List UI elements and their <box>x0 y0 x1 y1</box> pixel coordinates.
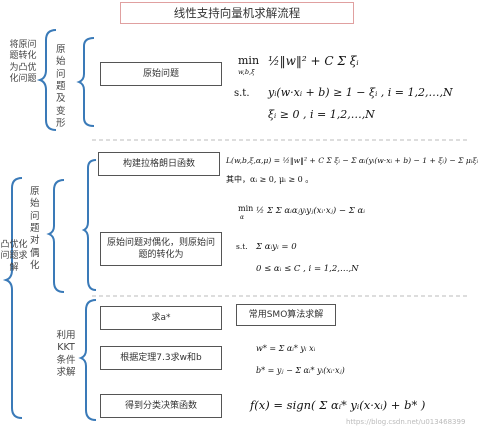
brace-inner-dual <box>81 159 97 291</box>
w-star-formula: w* = Σ αᵢ* yᵢ xᵢ <box>256 344 316 353</box>
box-solve-alpha: 求a* <box>100 306 222 330</box>
dual-constraint-1: Σ αᵢyᵢ = 0 <box>256 242 297 252</box>
box-smo: 常用SMO算法求解 <box>236 304 336 326</box>
b-star-formula: b* = yⱼ − Σ αᵢ* yᵢ(xᵢ·xⱼ) <box>256 366 345 375</box>
primal-vars: w,b,ξ <box>238 68 255 76</box>
box-original-problem: 原始问题 <box>100 62 222 86</box>
primal-constraint-2: ξᵢ ≥ 0 , i = 1,2,…,N <box>268 108 375 121</box>
decision-function: f(x) = sign( Σ αᵢ* yᵢ(x·xᵢ) + b* ) <box>250 398 426 412</box>
chart-title: 线性支持向量机求解流程 <box>120 2 354 24</box>
lagrangian-condition: 其中，αᵢ ≥ 0, μᵢ ≥ 0 。 <box>226 175 314 184</box>
dual-constraint-2: 0 ≤ αᵢ ≤ C , i = 1,2,…,N <box>256 264 359 274</box>
mid-label-dual: 原始问题对偶化 <box>30 186 40 272</box>
lagrangian-formula: L(w,b,ξ,α,μ) = ½‖w‖² + C Σ ξᵢ − Σ αᵢ(yᵢ(… <box>226 156 478 165</box>
mid-label-kkt: 利用KKT条件求解 <box>56 330 76 379</box>
primal-min: min <box>238 54 260 67</box>
left-label-bottom: 凸优化问题求解 <box>0 240 28 273</box>
dual-st: s.t. <box>236 242 248 251</box>
left-label-top: 将原问题转化为凸优化问题 <box>9 40 37 84</box>
brace-left-top <box>36 29 57 131</box>
mid-label-original: 原始问题及变形 <box>56 44 66 130</box>
box-decision: 得到分类决策函数 <box>100 394 222 418</box>
dual-var: α <box>240 214 245 221</box>
watermark: https://blog.csdn.net/u013468399 <box>346 418 466 426</box>
dual-min: min <box>238 204 254 213</box>
box-dual-transform: 原始问题对偶化，则原始问题的转化为 <box>100 232 222 266</box>
brace-left-bottom <box>2 177 23 419</box>
brace-mid-original <box>76 37 95 127</box>
primal-objective: ½‖w‖² + C Σ ξᵢ <box>268 54 359 68</box>
brace-mid-dual <box>46 179 65 293</box>
box-lagrange: 构建拉格朗日函数 <box>98 152 220 176</box>
box-theorem: 根据定理7.3求w和b <box>100 346 222 370</box>
primal-st: s.t. <box>234 88 250 99</box>
dual-objective: ½ Σ Σ αᵢαⱼyᵢyⱼ(xᵢ·xⱼ) − Σ αᵢ <box>256 206 365 216</box>
brace-mid-kkt <box>78 299 97 421</box>
primal-constraint-1: yᵢ(w·xᵢ + b) ≥ 1 − ξᵢ , i = 1,2,…,N <box>268 86 453 99</box>
